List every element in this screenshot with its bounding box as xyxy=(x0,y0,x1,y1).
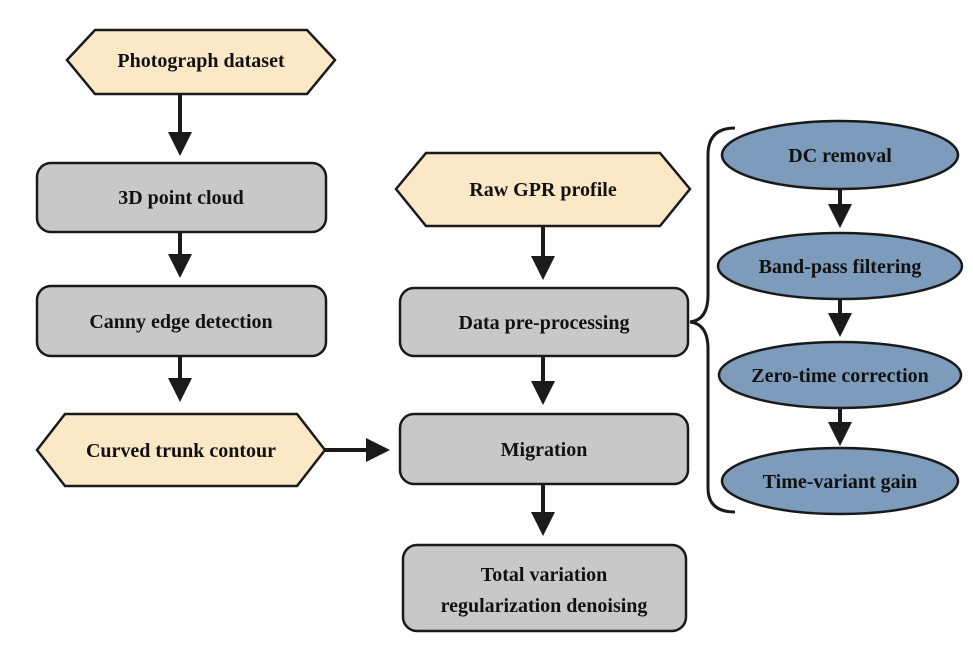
raw-gpr-label: Raw GPR profile xyxy=(469,179,617,201)
time-gain-node xyxy=(720,446,960,516)
denoising-label-line1: Total variation xyxy=(481,564,608,586)
raw-gpr-node xyxy=(394,151,692,228)
canny-edge-label: Canny edge detection xyxy=(89,311,272,333)
curved-trunk-label: Curved trunk contour xyxy=(86,440,276,462)
point-cloud-label: 3D point cloud xyxy=(118,187,244,209)
pre-processing-label: Data pre-processing xyxy=(459,312,630,334)
denoising-node xyxy=(401,543,688,633)
migration-label: Migration xyxy=(501,439,588,461)
photograph-dataset-node xyxy=(65,28,337,96)
band-pass-label: Band-pass filtering xyxy=(759,256,922,278)
denoising-label-line2: regularization denoising xyxy=(441,595,648,617)
zero-time-label: Zero-time correction xyxy=(751,365,929,387)
time-gain-label: Time-variant gain xyxy=(763,471,918,493)
photograph-dataset-label: Photograph dataset xyxy=(117,50,285,72)
curly-brace xyxy=(689,126,736,514)
dc-removal-label: DC removal xyxy=(788,145,892,167)
